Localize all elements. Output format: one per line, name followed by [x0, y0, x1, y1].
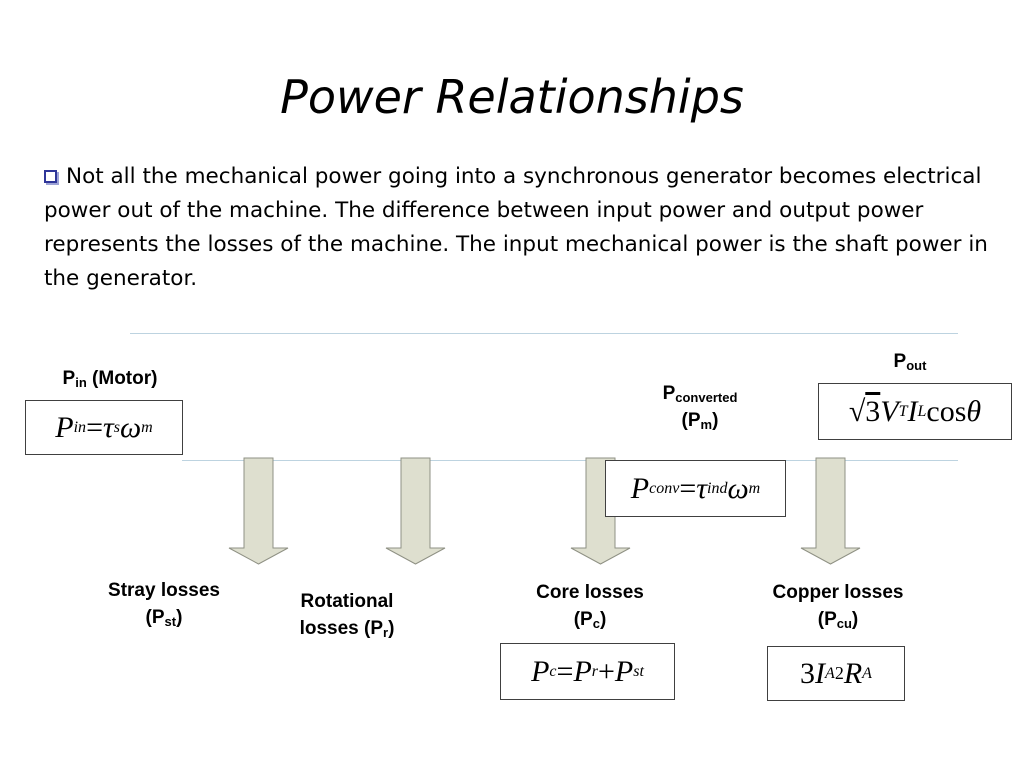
- core-losses-label: Core losses(Pc): [536, 582, 644, 631]
- top-divider-line: [130, 333, 958, 334]
- bullet-text: Not all the mechanical power going into …: [44, 164, 988, 291]
- stray-losses-label: Stray losses(Pst): [108, 580, 220, 629]
- copper-losses-label: Copper losses(Pcu): [772, 582, 904, 631]
- slide-title: Power Relationships: [280, 70, 744, 124]
- checkbox-bullet-icon: [44, 170, 57, 183]
- pin-label: Pin (Motor): [62, 368, 158, 390]
- copper-loss-arrow: [800, 457, 861, 565]
- rotational-loss-arrow: [385, 457, 446, 565]
- stray-loss-arrow: [228, 457, 289, 565]
- pconverted-label: Pconverted(Pm): [662, 383, 738, 432]
- pout-label: Pout: [893, 351, 927, 373]
- bullet-paragraph: Not all the mechanical power going into …: [44, 160, 994, 296]
- bottom-divider-line: [182, 460, 958, 461]
